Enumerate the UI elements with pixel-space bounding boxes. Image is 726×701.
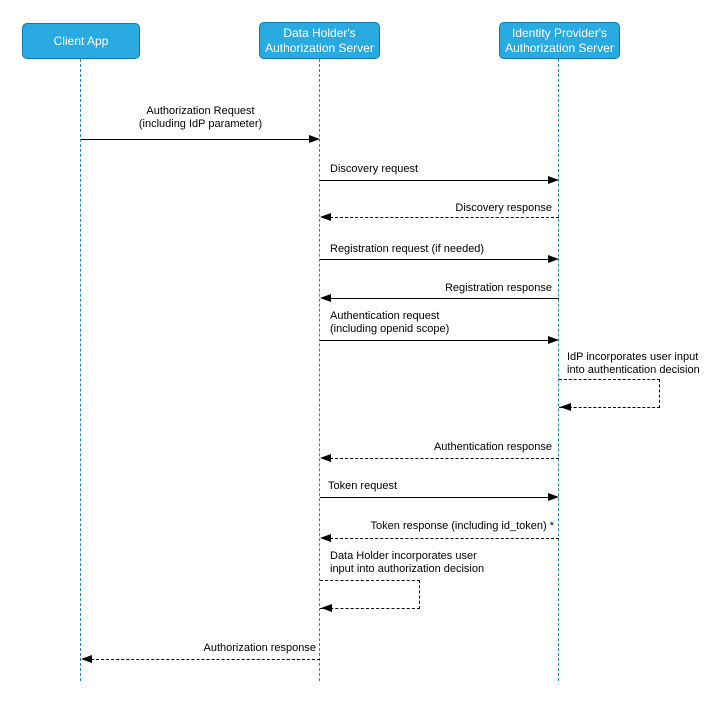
message-label-token-response: Token response (including id_token) * [370,520,554,532]
arrowhead-left-icon [320,534,331,542]
message-line-registration-response [330,298,559,299]
arrowhead-left-icon [560,403,571,411]
message-label-idp-user-input-note: IdP incorporates user input into authent… [567,351,700,376]
message-label-registration-response: Registration response [444,282,552,294]
lifeline-data-holder-authorization-server [319,59,320,681]
self-message-loop-data-holder [320,580,420,609]
self-message-loop-idp [559,379,660,408]
arrowhead-left-icon [320,213,331,221]
message-label-authorization-response: Authorization response [203,642,316,654]
arrowhead-right-icon [548,336,559,344]
arrowhead-left-icon [321,604,332,612]
message-line-authentication-request [320,340,549,341]
message-line-token-request [320,497,549,498]
message-label-discovery-response: Discovery response [455,202,552,214]
message-label-authentication-response: Authentication response [433,441,552,453]
message-label-discovery-request: Discovery request [330,163,419,175]
message-line-discovery-response [330,217,559,218]
arrowhead-right-icon [548,255,559,263]
message-label-registration-request: Registration request (if needed) [330,243,485,255]
arrowhead-right-icon [548,493,559,501]
message-label-authorization-request: Authorization Request (including IdP par… [138,105,263,130]
message-label-token-request: Token request [328,480,398,492]
message-line-authentication-response [330,458,559,459]
message-line-registration-request [320,259,549,260]
message-label-data-holder-user-input-note: Data Holder incorporates user input into… [330,550,485,575]
arrowhead-left-icon [320,454,331,462]
message-line-authorization-request [81,139,310,140]
arrowhead-left-icon [81,655,92,663]
message-label-authentication-request: Authentication request (including openid… [330,310,450,335]
lifeline-identity-provider-authorization-server [558,59,559,681]
message-line-discovery-request [320,180,549,181]
actor-client-app: Client App [22,23,140,59]
actor-identity-provider-authorization-server: Identity Provider's Authorization Server [499,22,620,59]
arrowhead-left-icon [320,294,331,302]
lifeline-client-app [80,59,81,681]
arrowhead-right-icon [309,135,320,143]
arrowhead-right-icon [548,176,559,184]
actor-data-holder-authorization-server: Data Holder's Authorization Server [259,22,380,59]
message-line-authorization-response [91,659,320,660]
message-line-token-response [330,538,559,539]
